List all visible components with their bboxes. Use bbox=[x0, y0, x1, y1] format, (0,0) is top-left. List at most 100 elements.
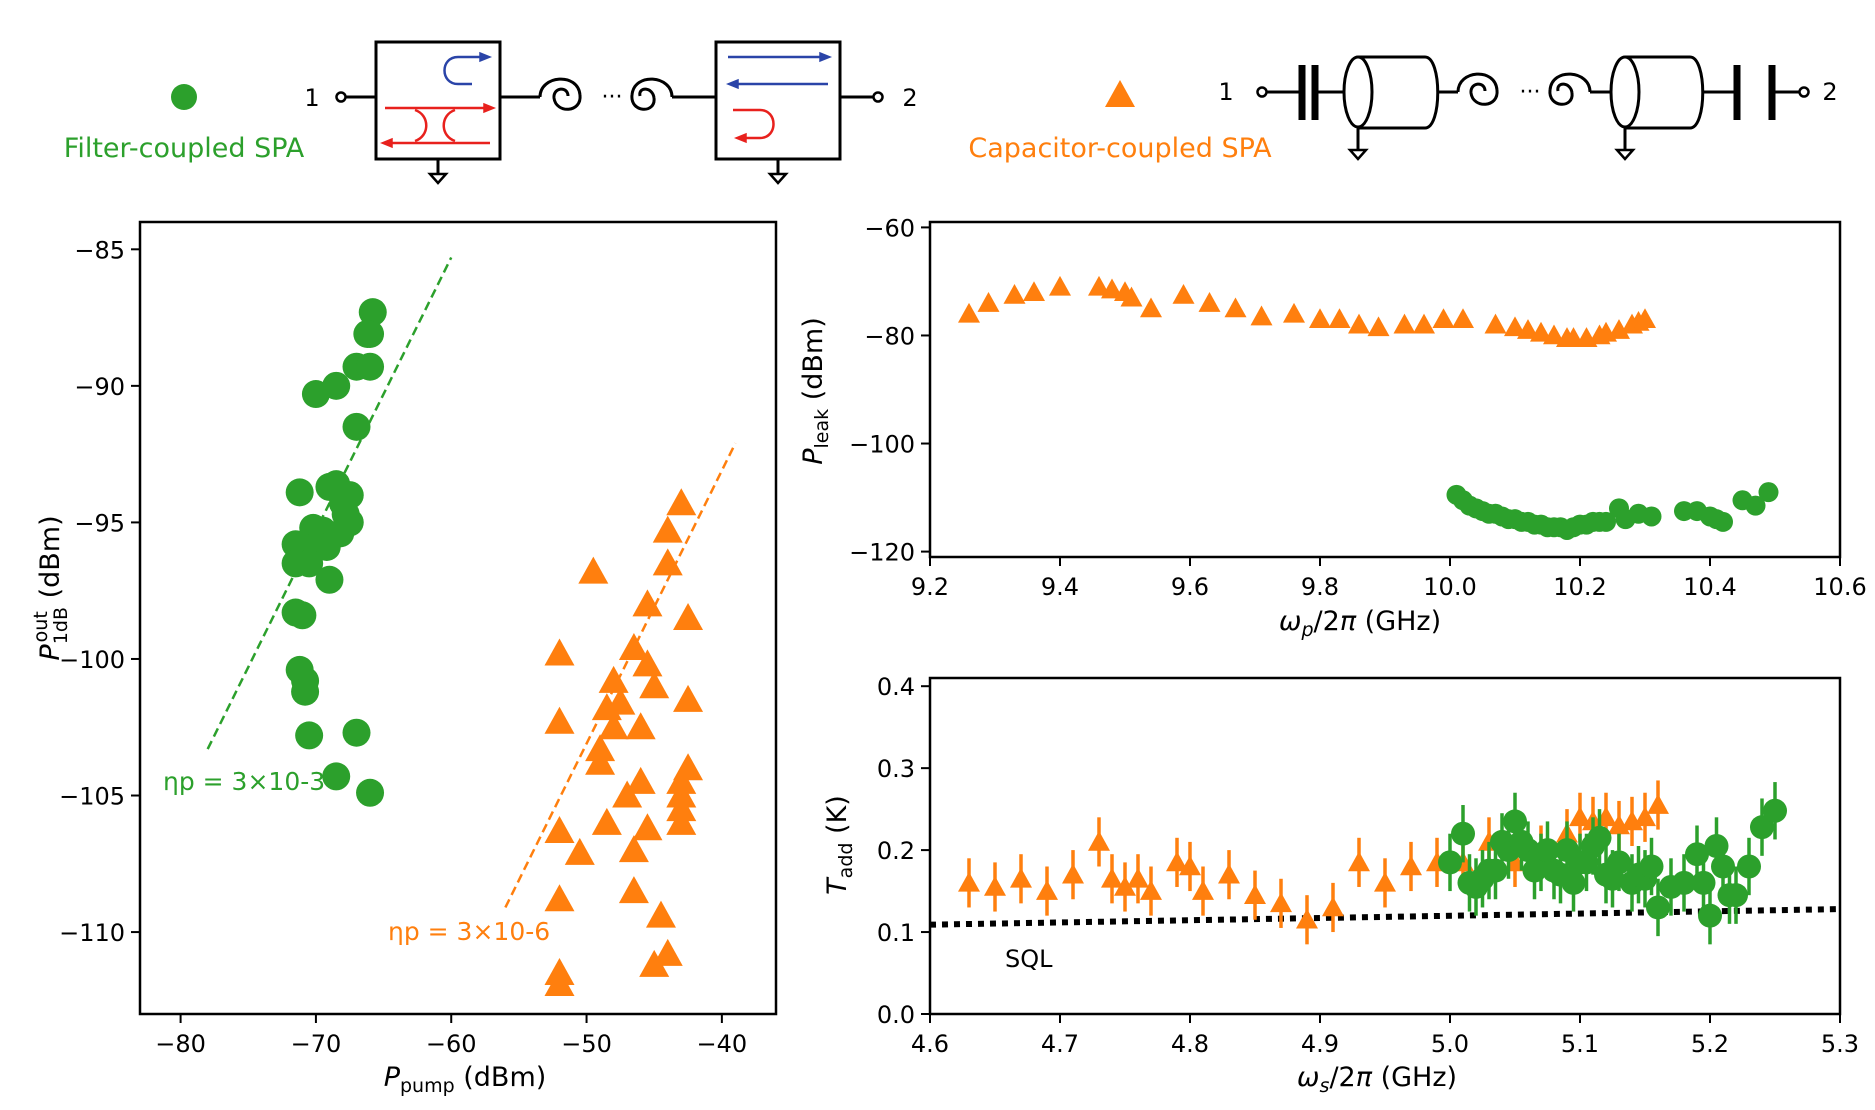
panel-c-xtick-label: 5.0 bbox=[1431, 1030, 1469, 1058]
panel-b-data-point bbox=[1328, 308, 1351, 329]
panel-b-data-point bbox=[1608, 319, 1630, 339]
panel-a-data-point bbox=[301, 380, 330, 409]
panel-c-xtick-label: 5.3 bbox=[1821, 1030, 1859, 1058]
panel-c-data-point bbox=[1010, 867, 1032, 888]
panel-a-data-point bbox=[315, 565, 344, 594]
panel-b-data-point bbox=[1088, 275, 1110, 296]
panel-a-data-point bbox=[544, 816, 575, 844]
panel-a-data-point bbox=[285, 478, 314, 507]
panel-a-data-point bbox=[585, 747, 616, 775]
panel-b-data-point bbox=[1140, 297, 1162, 318]
svg-text:···: ··· bbox=[602, 85, 623, 110]
panel-a-data-point bbox=[288, 601, 317, 630]
panel-c-sql-line bbox=[929, 906, 1841, 928]
legend-capacitor-marker bbox=[1105, 80, 1135, 107]
panel-a-ytick-label: −90 bbox=[74, 373, 125, 401]
panel-a-data-point bbox=[645, 900, 676, 928]
panel-c-ytick-label: 0.0 bbox=[877, 1001, 915, 1029]
panel-a-data-point bbox=[295, 721, 324, 750]
filter-port-1-terminal bbox=[335, 91, 347, 103]
panel-a-data-point bbox=[673, 684, 704, 712]
panel-b-data-point bbox=[1504, 316, 1526, 337]
panel-c-data-point bbox=[1509, 829, 1534, 854]
eta-green-annotation: ηp = 3×10-3 bbox=[163, 767, 325, 796]
panel-b-data-point bbox=[1309, 308, 1331, 329]
panel-c-xtick-label: 4.8 bbox=[1171, 1030, 1209, 1058]
panel-c-data-point bbox=[1438, 850, 1462, 875]
panel-c-data-point bbox=[1634, 806, 1656, 827]
panel-a-data-point bbox=[544, 706, 575, 734]
panel-c-data-point bbox=[1179, 855, 1201, 876]
panel-b-data-point bbox=[1023, 281, 1045, 302]
panel-b-frame bbox=[928, 220, 1842, 559]
panel-b-data-point bbox=[1517, 319, 1539, 339]
panel-b-data-point bbox=[1596, 511, 1616, 532]
panel-a-data-point bbox=[666, 780, 697, 808]
panel-c-data-point bbox=[1088, 830, 1110, 851]
panel-b-data-point bbox=[1049, 275, 1071, 296]
panel-c-data-point bbox=[1646, 895, 1670, 920]
panel-c-data-point bbox=[1522, 858, 1547, 883]
panel-a-data-point bbox=[544, 638, 575, 666]
panel-a-xtick-label: −50 bbox=[561, 1030, 612, 1058]
panel-c-data-point bbox=[1569, 806, 1591, 827]
panel-b-data-point bbox=[1250, 305, 1273, 326]
panel-a-data-point bbox=[632, 649, 663, 677]
panel-c-data-point bbox=[958, 871, 980, 892]
panel-b-data-point bbox=[1484, 313, 1507, 334]
panel-b-data-point bbox=[1713, 511, 1733, 532]
panel-a-data-point bbox=[322, 762, 351, 791]
panel-a-data-point bbox=[356, 352, 385, 381]
legend-filter-marker bbox=[171, 84, 197, 110]
panel-c-data-point bbox=[1244, 884, 1266, 904]
panel-c-data-point bbox=[1451, 821, 1475, 846]
panel-b-xtick-label: 9.4 bbox=[1041, 573, 1079, 601]
panel-b-data-point bbox=[1172, 283, 1195, 304]
panel-b-data-point bbox=[1283, 302, 1305, 323]
panel-c-data-point bbox=[1711, 854, 1735, 879]
panel-b-data-point bbox=[1120, 286, 1143, 307]
panel-a-ylabel: Pout1dB (dBm) bbox=[30, 515, 72, 660]
panel-a-xtick-label: −60 bbox=[426, 1030, 477, 1058]
panel-a-xlabel: Ppump (dBm) bbox=[384, 1062, 547, 1097]
cap-port-2-label: 2 bbox=[1822, 78, 1837, 106]
panel-c-data-point bbox=[1535, 838, 1560, 863]
panel-c-data-point bbox=[1270, 892, 1292, 913]
panel-a-data-point bbox=[591, 693, 622, 721]
panel-a-data-point bbox=[652, 515, 683, 543]
panel-a-data-point bbox=[291, 677, 320, 706]
panel-c-data-point bbox=[1647, 794, 1669, 814]
filter-port-1-label: 1 bbox=[304, 84, 319, 112]
panel-a-data-point bbox=[342, 718, 371, 747]
capacitor-circuit-schematic: 1 ··· 2 bbox=[1218, 55, 1838, 161]
panel-c-data-point bbox=[1127, 867, 1149, 888]
panel-a-data-point bbox=[356, 778, 385, 807]
panel-b-data-point bbox=[1530, 321, 1552, 342]
legend-capacitor: Capacitor-coupled SPA bbox=[968, 80, 1272, 164]
panel-a-data-point bbox=[666, 766, 697, 794]
panel-c-xtick-label: 4.7 bbox=[1041, 1030, 1079, 1058]
panel-c-xtick-label: 5.1 bbox=[1561, 1030, 1599, 1058]
panel-a-data-point bbox=[652, 938, 683, 966]
legend-capacitor-label: Capacitor-coupled SPA bbox=[968, 133, 1272, 164]
panel-b-ytick-label: −120 bbox=[849, 539, 915, 567]
panel-a-data-point bbox=[544, 884, 575, 912]
panel-a-xtick-label: −70 bbox=[291, 1030, 342, 1058]
panel-b-xlabel: ωp/2π (GHz) bbox=[1279, 606, 1441, 641]
panel-b-data-point bbox=[1003, 283, 1026, 304]
panel-b-ytick-label: −80 bbox=[864, 322, 915, 350]
panel-c-data-point bbox=[1296, 908, 1318, 929]
panel-c-data-point bbox=[1192, 880, 1214, 900]
panel-a-data-point bbox=[632, 813, 663, 841]
panel-c-data-point bbox=[1400, 855, 1422, 876]
panel-a-data-point bbox=[358, 298, 387, 327]
panel-b-data-point bbox=[1393, 313, 1416, 334]
panel-b-ytick-label: −100 bbox=[849, 431, 915, 459]
panel-a-data-point bbox=[591, 807, 622, 835]
legend-filter: Filter-coupled SPA bbox=[64, 84, 305, 164]
panel-b-data-point bbox=[1432, 308, 1455, 329]
panel-b-xtick-label: 9.2 bbox=[911, 573, 949, 601]
filter-port-2-label: 2 bbox=[902, 84, 917, 112]
panel-a-data-point bbox=[281, 549, 310, 578]
